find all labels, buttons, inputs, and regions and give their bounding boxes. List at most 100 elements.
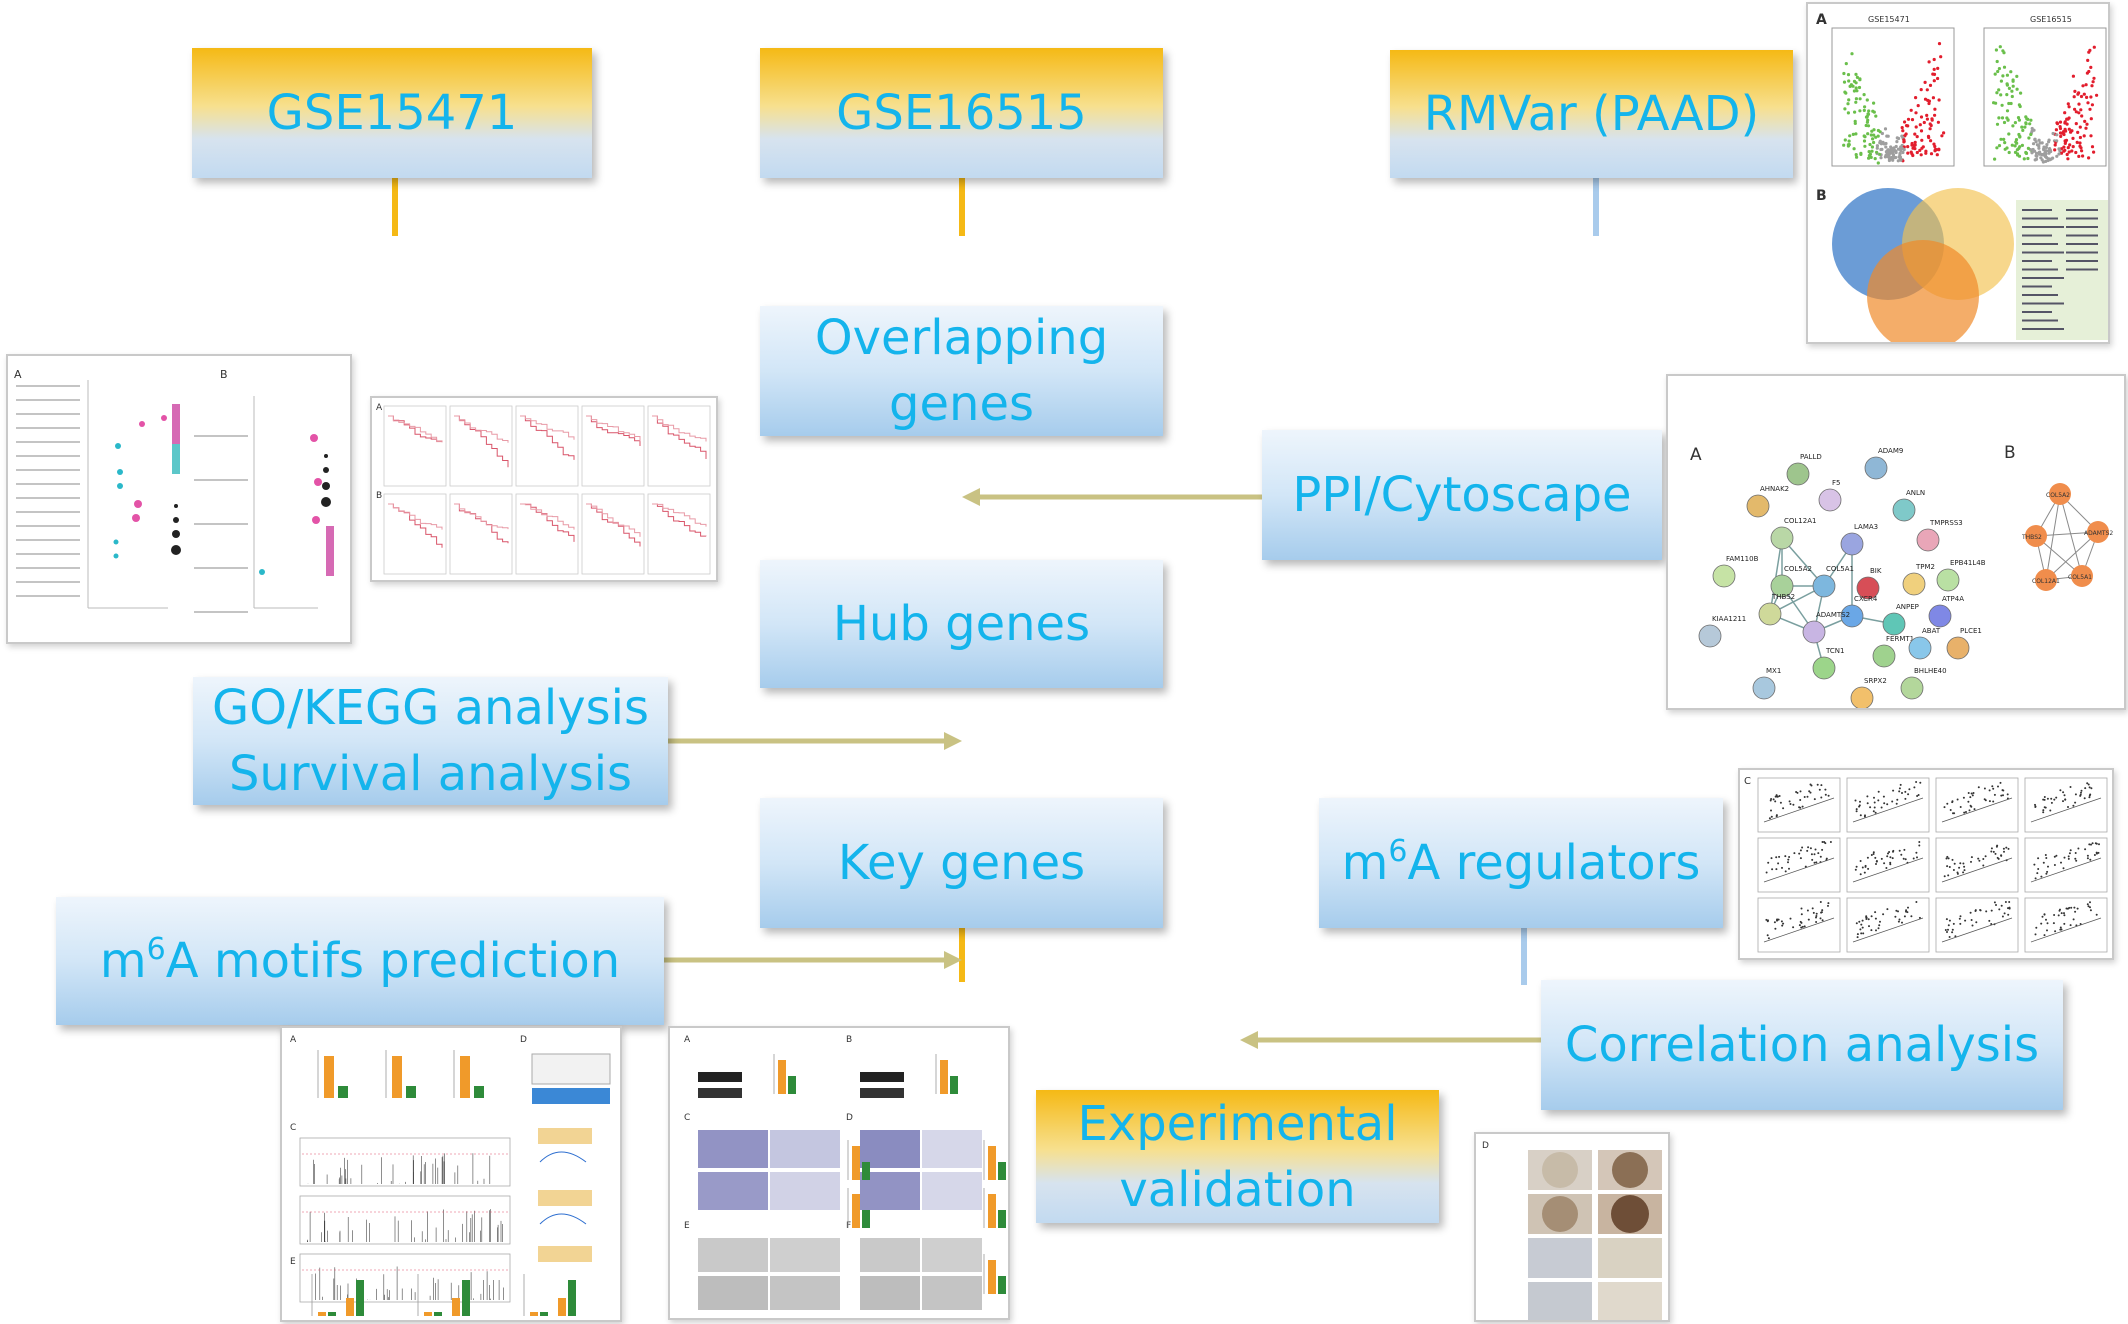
arrow-head-ppi [962, 488, 980, 506]
svg-text:ADAMTS2: ADAMTS2 [2084, 530, 2113, 537]
node-gse16515-label: GSE16515 [836, 85, 1087, 141]
svg-text:SRPX2: SRPX2 [1864, 677, 1887, 685]
svg-text:EPB41L4B: EPB41L4B [1950, 559, 1986, 567]
arrow-head-motifs [944, 951, 962, 969]
thumbnail-functional-panel: A B C D E F [668, 1026, 1010, 1320]
svg-text:FERMT1: FERMT1 [1886, 635, 1914, 643]
panel-label: D [846, 1113, 853, 1123]
node-gokegg-survival: GO/KEGG analysis Survival analysis [193, 677, 668, 805]
panel-label: F [846, 1221, 851, 1231]
node-key-label: Key genes [837, 835, 1086, 891]
survival-curves [383, 405, 711, 575]
motif-tracks [299, 1137, 511, 1303]
volcano-plot-left [1842, 42, 1946, 165]
size-legend [171, 454, 331, 555]
node-overlapping-line2: genes [889, 376, 1034, 432]
node-ppi-cytoscape: PPI/Cytoscape [1262, 430, 1662, 560]
panel-label: C [684, 1113, 690, 1123]
wound-images [698, 1238, 982, 1310]
node-m6a-regulators: m6A regulators [1319, 798, 1723, 928]
volcano-title-left: GSE15471 [1868, 15, 1910, 24]
svg-text:CXCR4: CXCR4 [1854, 595, 1878, 603]
panel-label: C [1744, 776, 1751, 787]
svg-text:ABAT: ABAT [1922, 627, 1941, 635]
panel-label: A [1816, 12, 1827, 28]
panel-label: B [376, 491, 382, 501]
panel-label: B [220, 368, 228, 381]
node-m6a-motifs-label: m6A motifs prediction [99, 932, 621, 989]
svg-text:COL12A1: COL12A1 [1784, 517, 1816, 525]
volcano-plot-right [1992, 45, 2099, 164]
node-overlapping-line1: Overlapping [814, 310, 1109, 366]
node-gse15471: GSE15471 [192, 48, 592, 178]
go-term-lines [16, 385, 248, 613]
panel-label: A [1690, 445, 1702, 465]
node-gse16515: GSE16515 [760, 48, 1163, 178]
svg-text:BHLHE40: BHLHE40 [1914, 667, 1947, 675]
svg-text:ATP4A: ATP4A [1942, 595, 1964, 603]
node-m6a-motifs: m6A motifs prediction [56, 897, 664, 1025]
thumbnail-correlation-scatter: C [1738, 768, 2114, 960]
panel-label: B [2004, 443, 2016, 463]
panel-label: E [290, 1257, 296, 1267]
svg-text:COL5A2: COL5A2 [2046, 492, 2070, 499]
panel-label: A [684, 1035, 691, 1045]
node-gse15471-label: GSE15471 [266, 85, 518, 141]
panel-label: E [684, 1221, 690, 1231]
node-gokegg-line1: GO/KEGG analysis [212, 680, 649, 736]
svg-text:COL5A2: COL5A2 [1784, 565, 1812, 573]
panel-label: C [290, 1123, 296, 1133]
svg-text:TMPRSS3: TMPRSS3 [1929, 519, 1963, 527]
svg-text:COL12A1: COL12A1 [2032, 578, 2060, 585]
panel-label: B [846, 1035, 852, 1045]
scatter-grid [1757, 777, 2108, 953]
svg-text:FAM110B: FAM110B [1726, 555, 1759, 563]
node-rmvar-label: RMVar (PAAD) [1423, 86, 1760, 142]
svg-text:F5: F5 [1832, 479, 1840, 487]
motif-bar-charts [317, 1050, 484, 1098]
node-key-genes: Key genes [760, 798, 1163, 928]
node-ppi-label: PPI/Cytoscape [1292, 467, 1632, 523]
panel-label: D [1482, 1141, 1489, 1151]
svg-text:THBS2: THBS2 [2021, 534, 2042, 541]
svg-text:COL5A1: COL5A1 [2068, 574, 2092, 581]
thumbnail-volcano-venn: A GSE15471 GSE16515 B [1806, 2, 2110, 344]
svg-text:AHNAK2: AHNAK2 [1760, 485, 1789, 493]
svg-text:MX1: MX1 [1766, 667, 1781, 675]
thumbnail-survival: A B [370, 396, 718, 582]
node-correlation-label: Correlation analysis [1564, 1017, 2040, 1073]
arrow-head-correlation [1240, 1031, 1258, 1049]
svg-text:ADAM9: ADAM9 [1878, 447, 1903, 455]
svg-text:ANPEP: ANPEP [1896, 603, 1919, 611]
thumbnail-motif-panel: A C D E [280, 1026, 622, 1322]
arrow-head-gokegg [944, 732, 962, 750]
panel-label: A [376, 403, 383, 413]
svg-text:LAMA3: LAMA3 [1854, 523, 1878, 531]
node-gokegg-line2: Survival analysis [228, 746, 633, 802]
node-m6a-regulators-label: m6A regulators [1341, 834, 1701, 891]
svg-text:TCN1: TCN1 [1825, 647, 1844, 655]
node-overlapping-genes: Overlapping genes [760, 306, 1163, 436]
functional-bar-charts [773, 1054, 1006, 1294]
venn-diagram [1832, 188, 2014, 342]
svg-text:PALLD: PALLD [1800, 453, 1822, 461]
svg-text:KIAA1211: KIAA1211 [1712, 615, 1746, 623]
svg-text:BIK: BIK [1870, 567, 1882, 575]
panel-label: B [1816, 188, 1827, 204]
panel-label: A [14, 368, 22, 381]
node-experimental-line2: validation [1119, 1161, 1356, 1218]
thumbnail-ihc-panel: D [1474, 1132, 1670, 1322]
svg-text:PLCE1: PLCE1 [1960, 627, 1982, 635]
node-experimental-line1: Experimental [1077, 1095, 1398, 1152]
motif-logos [538, 1128, 592, 1262]
gene-list-lines [2022, 209, 2098, 330]
node-hub-label: Hub genes [832, 596, 1091, 652]
panel-label: D [520, 1035, 527, 1045]
node-hub-genes: Hub genes [760, 560, 1163, 688]
panel-label: A [290, 1035, 297, 1045]
